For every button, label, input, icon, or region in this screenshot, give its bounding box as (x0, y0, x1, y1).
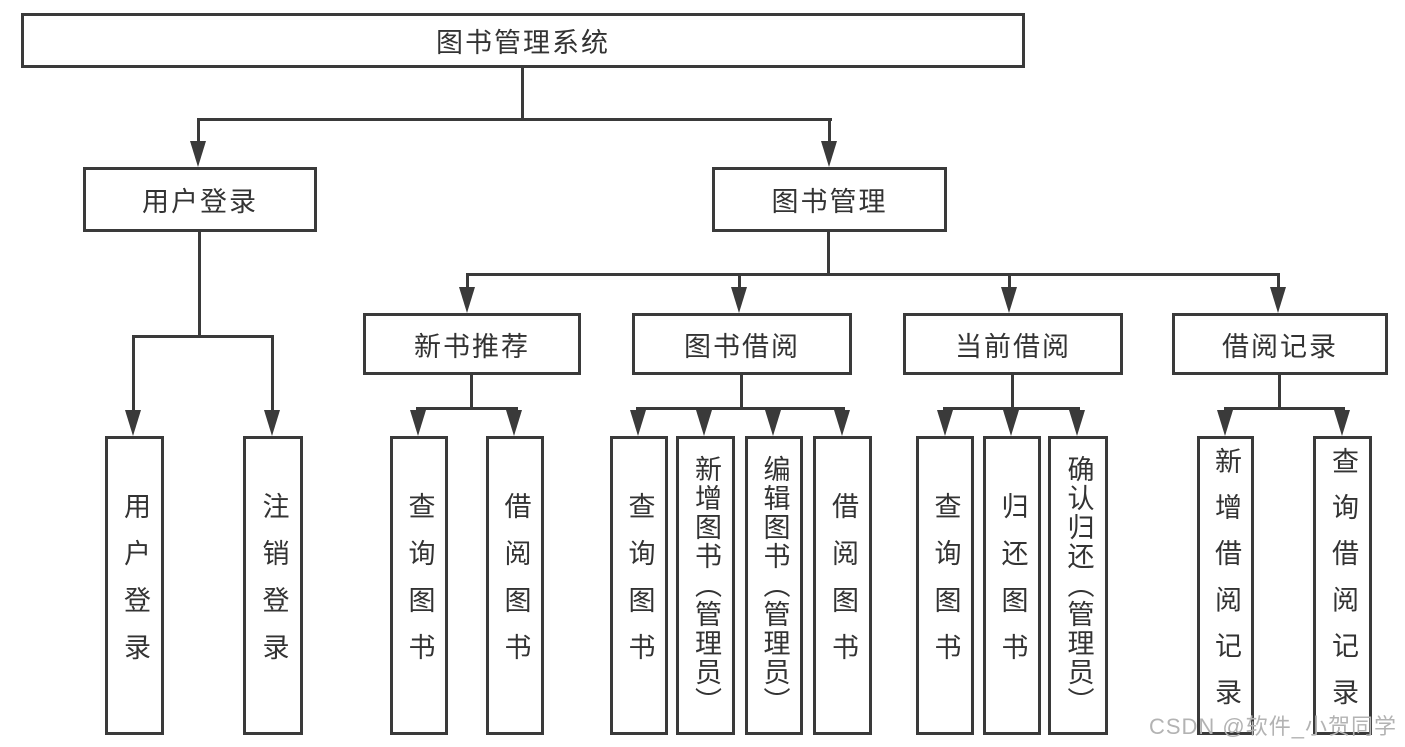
connector-user-login-bar (132, 335, 274, 338)
arrowhead-down-icon (1001, 287, 1017, 313)
leaf-user-login-label: 用户登录 (120, 491, 150, 680)
leaf-edit-books-admin: 编辑图书（管理员） (745, 436, 803, 735)
leaf-query-borrow-record-label: 查询借阅记录 (1328, 446, 1358, 725)
leaf-logout-label: 注销登录 (258, 491, 289, 680)
arrowhead-down-icon (731, 287, 747, 313)
node-root-label: 图书管理系统 (436, 28, 610, 58)
node-new-books: 新书推荐 (363, 313, 581, 375)
node-new-books-label: 新书推荐 (414, 331, 530, 362)
connector-root-stem (521, 68, 524, 121)
leaf-add-books-admin: 新增图书（管理员） (676, 436, 735, 735)
arrowhead-down-icon (696, 410, 712, 436)
arrowhead-down-icon (1217, 410, 1233, 436)
leaf-confirm-return-admin-label: 确认归还（管理员） (1063, 455, 1094, 716)
connector-new-books-stem (470, 375, 473, 409)
connector-to-current-borrow (1008, 276, 1011, 289)
connector-to-leaf-logout (271, 338, 274, 412)
leaf-query-borrow-record: 查询借阅记录 (1313, 436, 1372, 735)
arrowhead-down-icon (765, 410, 781, 436)
leaf-add-books-admin-label: 新增图书（管理员） (691, 455, 721, 716)
leaf-user-login: 用户登录 (105, 436, 164, 735)
node-user-login: 用户登录 (83, 167, 317, 232)
leaf-add-borrow-record-label: 新增借阅记录 (1211, 446, 1241, 725)
leaf-confirm-return-admin: 确认归还（管理员） (1048, 436, 1108, 735)
connector-to-borrow-records (1277, 276, 1280, 289)
node-root: 图书管理系统 (21, 13, 1025, 68)
connector-book-mgmt-bar (466, 273, 1280, 276)
arrowhead-down-icon (1003, 410, 1019, 436)
arrowhead-down-icon (125, 410, 141, 436)
connector-root-bar (197, 118, 832, 121)
leaf-query-books-new-label: 查询图书 (404, 491, 435, 680)
arrowhead-down-icon (506, 410, 522, 436)
connector-borrow-records-bar (1224, 407, 1345, 410)
arrowhead-down-icon (821, 141, 837, 167)
arrowhead-down-icon (1069, 410, 1085, 436)
leaf-borrow-books-label: 借阅图书 (828, 491, 858, 680)
node-current-borrow-label: 当前借阅 (955, 331, 1071, 362)
node-book-borrow: 图书借阅 (632, 313, 852, 375)
leaf-return-books: 归还图书 (983, 436, 1041, 735)
node-user-login-label: 用户登录 (142, 187, 258, 217)
leaf-query-books-new: 查询图书 (390, 436, 448, 735)
node-current-borrow: 当前借阅 (903, 313, 1123, 375)
node-borrow-records-label: 借阅记录 (1222, 331, 1338, 362)
node-book-mgmt: 图书管理 (712, 167, 947, 232)
connector-to-book-borrow (738, 276, 741, 289)
leaf-borrow-books: 借阅图书 (813, 436, 872, 735)
connector-book-borrow-bar (636, 407, 845, 410)
leaf-query-books-borrow: 查询图书 (610, 436, 668, 735)
arrowhead-down-icon (630, 410, 646, 436)
arrowhead-down-icon (264, 410, 280, 436)
arrowhead-down-icon (1334, 410, 1350, 436)
connector-user-login-stem (198, 232, 201, 338)
node-borrow-records: 借阅记录 (1172, 313, 1388, 375)
arrowhead-down-icon (1270, 287, 1286, 313)
leaf-return-books-label: 归还图书 (997, 491, 1028, 680)
connector-to-user-login (197, 121, 200, 143)
connector-to-new-books (466, 276, 469, 289)
leaf-query-books-current-label: 查询图书 (930, 491, 961, 680)
connector-current-borrow-bar (943, 407, 1080, 410)
leaf-add-borrow-record: 新增借阅记录 (1197, 436, 1254, 735)
connector-book-borrow-stem (740, 375, 743, 409)
arrowhead-down-icon (459, 287, 475, 313)
leaf-query-books-current: 查询图书 (916, 436, 974, 735)
leaf-borrow-books-new-label: 借阅图书 (500, 491, 531, 680)
leaf-query-books-borrow-label: 查询图书 (624, 491, 655, 680)
leaf-edit-books-admin-label: 编辑图书（管理员） (759, 455, 790, 716)
node-book-mgmt-label: 图书管理 (771, 187, 888, 217)
arrowhead-down-icon (190, 141, 206, 167)
arrowhead-down-icon (834, 410, 850, 436)
connector-to-book-mgmt (828, 121, 831, 143)
node-book-borrow-label: 图书借阅 (684, 331, 800, 362)
watermark: CSDN @软件_小贺同学 (1148, 714, 1397, 739)
leaf-borrow-books-new: 借阅图书 (486, 436, 544, 735)
connector-current-borrow-stem (1011, 375, 1014, 409)
connector-book-mgmt-stem (827, 232, 830, 276)
connector-new-books-bar (416, 407, 518, 410)
arrowhead-down-icon (410, 410, 426, 436)
connector-borrow-records-stem (1278, 375, 1281, 409)
leaf-logout: 注销登录 (243, 436, 303, 735)
connector-to-leaf-user-login (132, 338, 135, 412)
arrowhead-down-icon (937, 410, 953, 436)
